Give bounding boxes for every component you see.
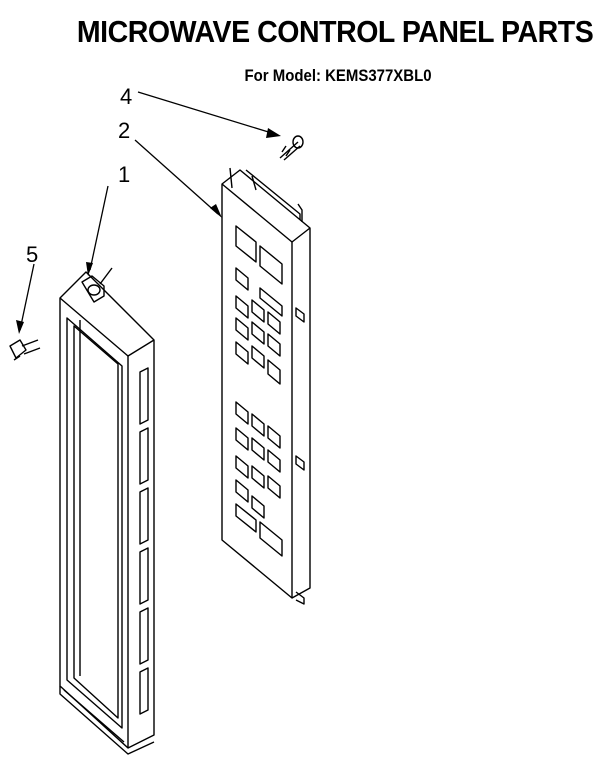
diagram-title: MICROWAVE CONTROL PANEL PARTS <box>76 14 594 49</box>
screw-part-5 <box>9 339 41 361</box>
touch-panel-part-2 <box>221 167 311 605</box>
callout-4: 4 <box>120 84 132 109</box>
callout-5: 5 <box>26 242 38 267</box>
leader-4 <box>137 91 276 135</box>
model-subtitle: For Model: KEMS377XBL0 <box>244 66 432 85</box>
callout-2: 2 <box>118 118 130 143</box>
leader-1 <box>89 185 109 271</box>
screw-part-4 <box>279 135 304 161</box>
leader-2 <box>134 139 219 215</box>
leader-lines <box>19 91 276 331</box>
leader-5 <box>19 263 35 331</box>
callout-1: 1 <box>118 162 130 187</box>
frame-part-1 <box>59 267 155 755</box>
